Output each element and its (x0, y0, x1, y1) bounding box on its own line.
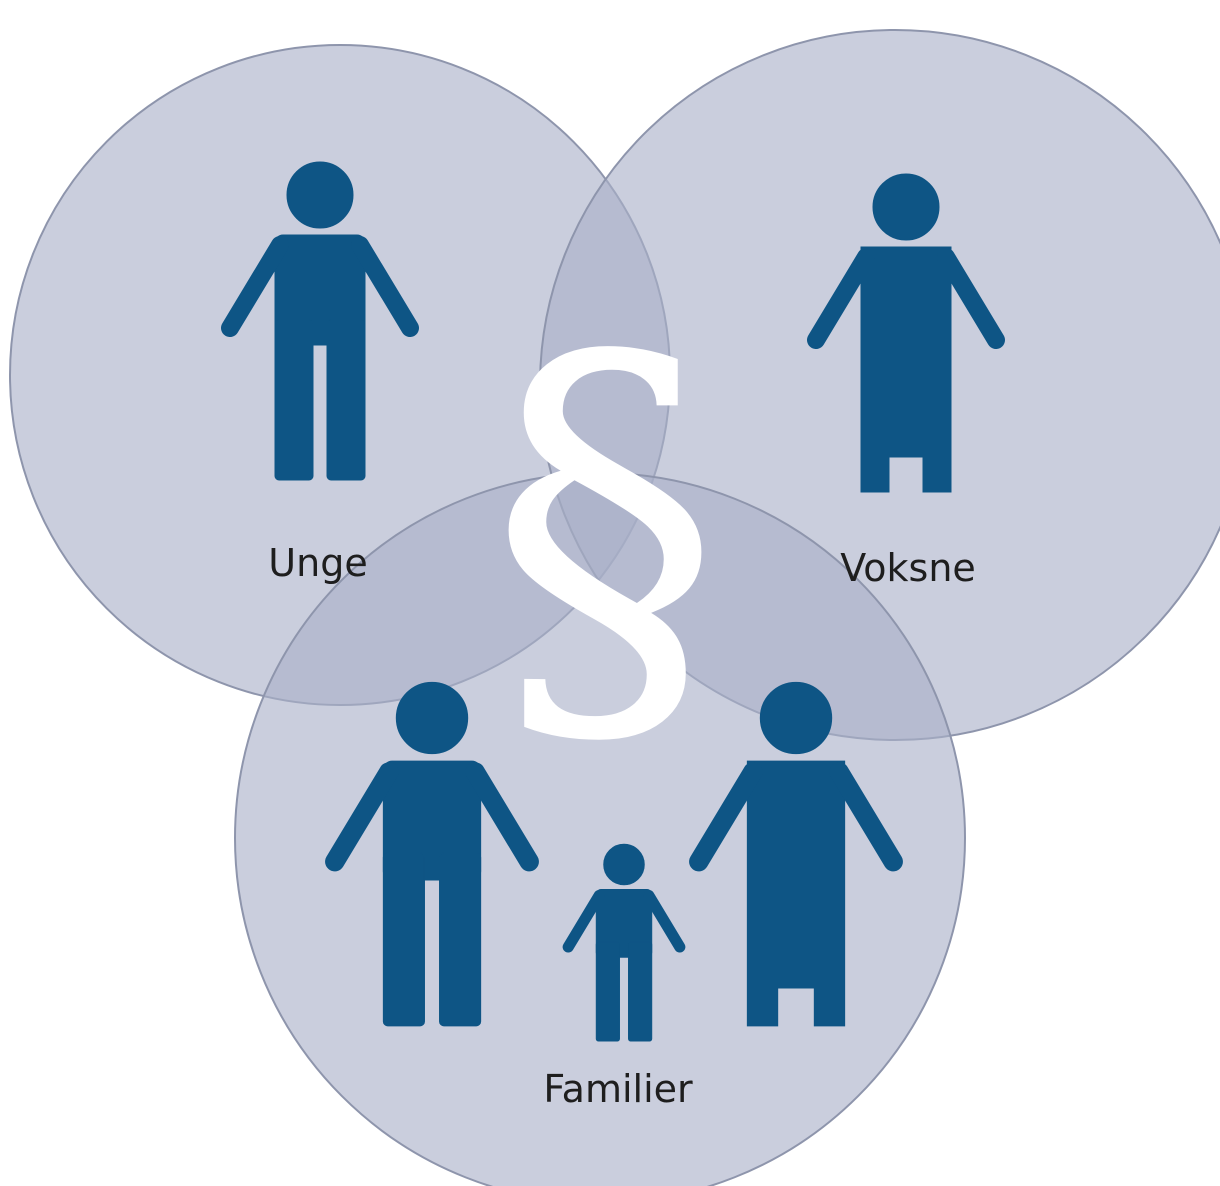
label-familier: Familier (543, 1067, 693, 1111)
label-unge: Unge (268, 541, 367, 585)
paragraph-symbol: § (488, 259, 723, 806)
label-voksne: Voksne (840, 546, 976, 590)
